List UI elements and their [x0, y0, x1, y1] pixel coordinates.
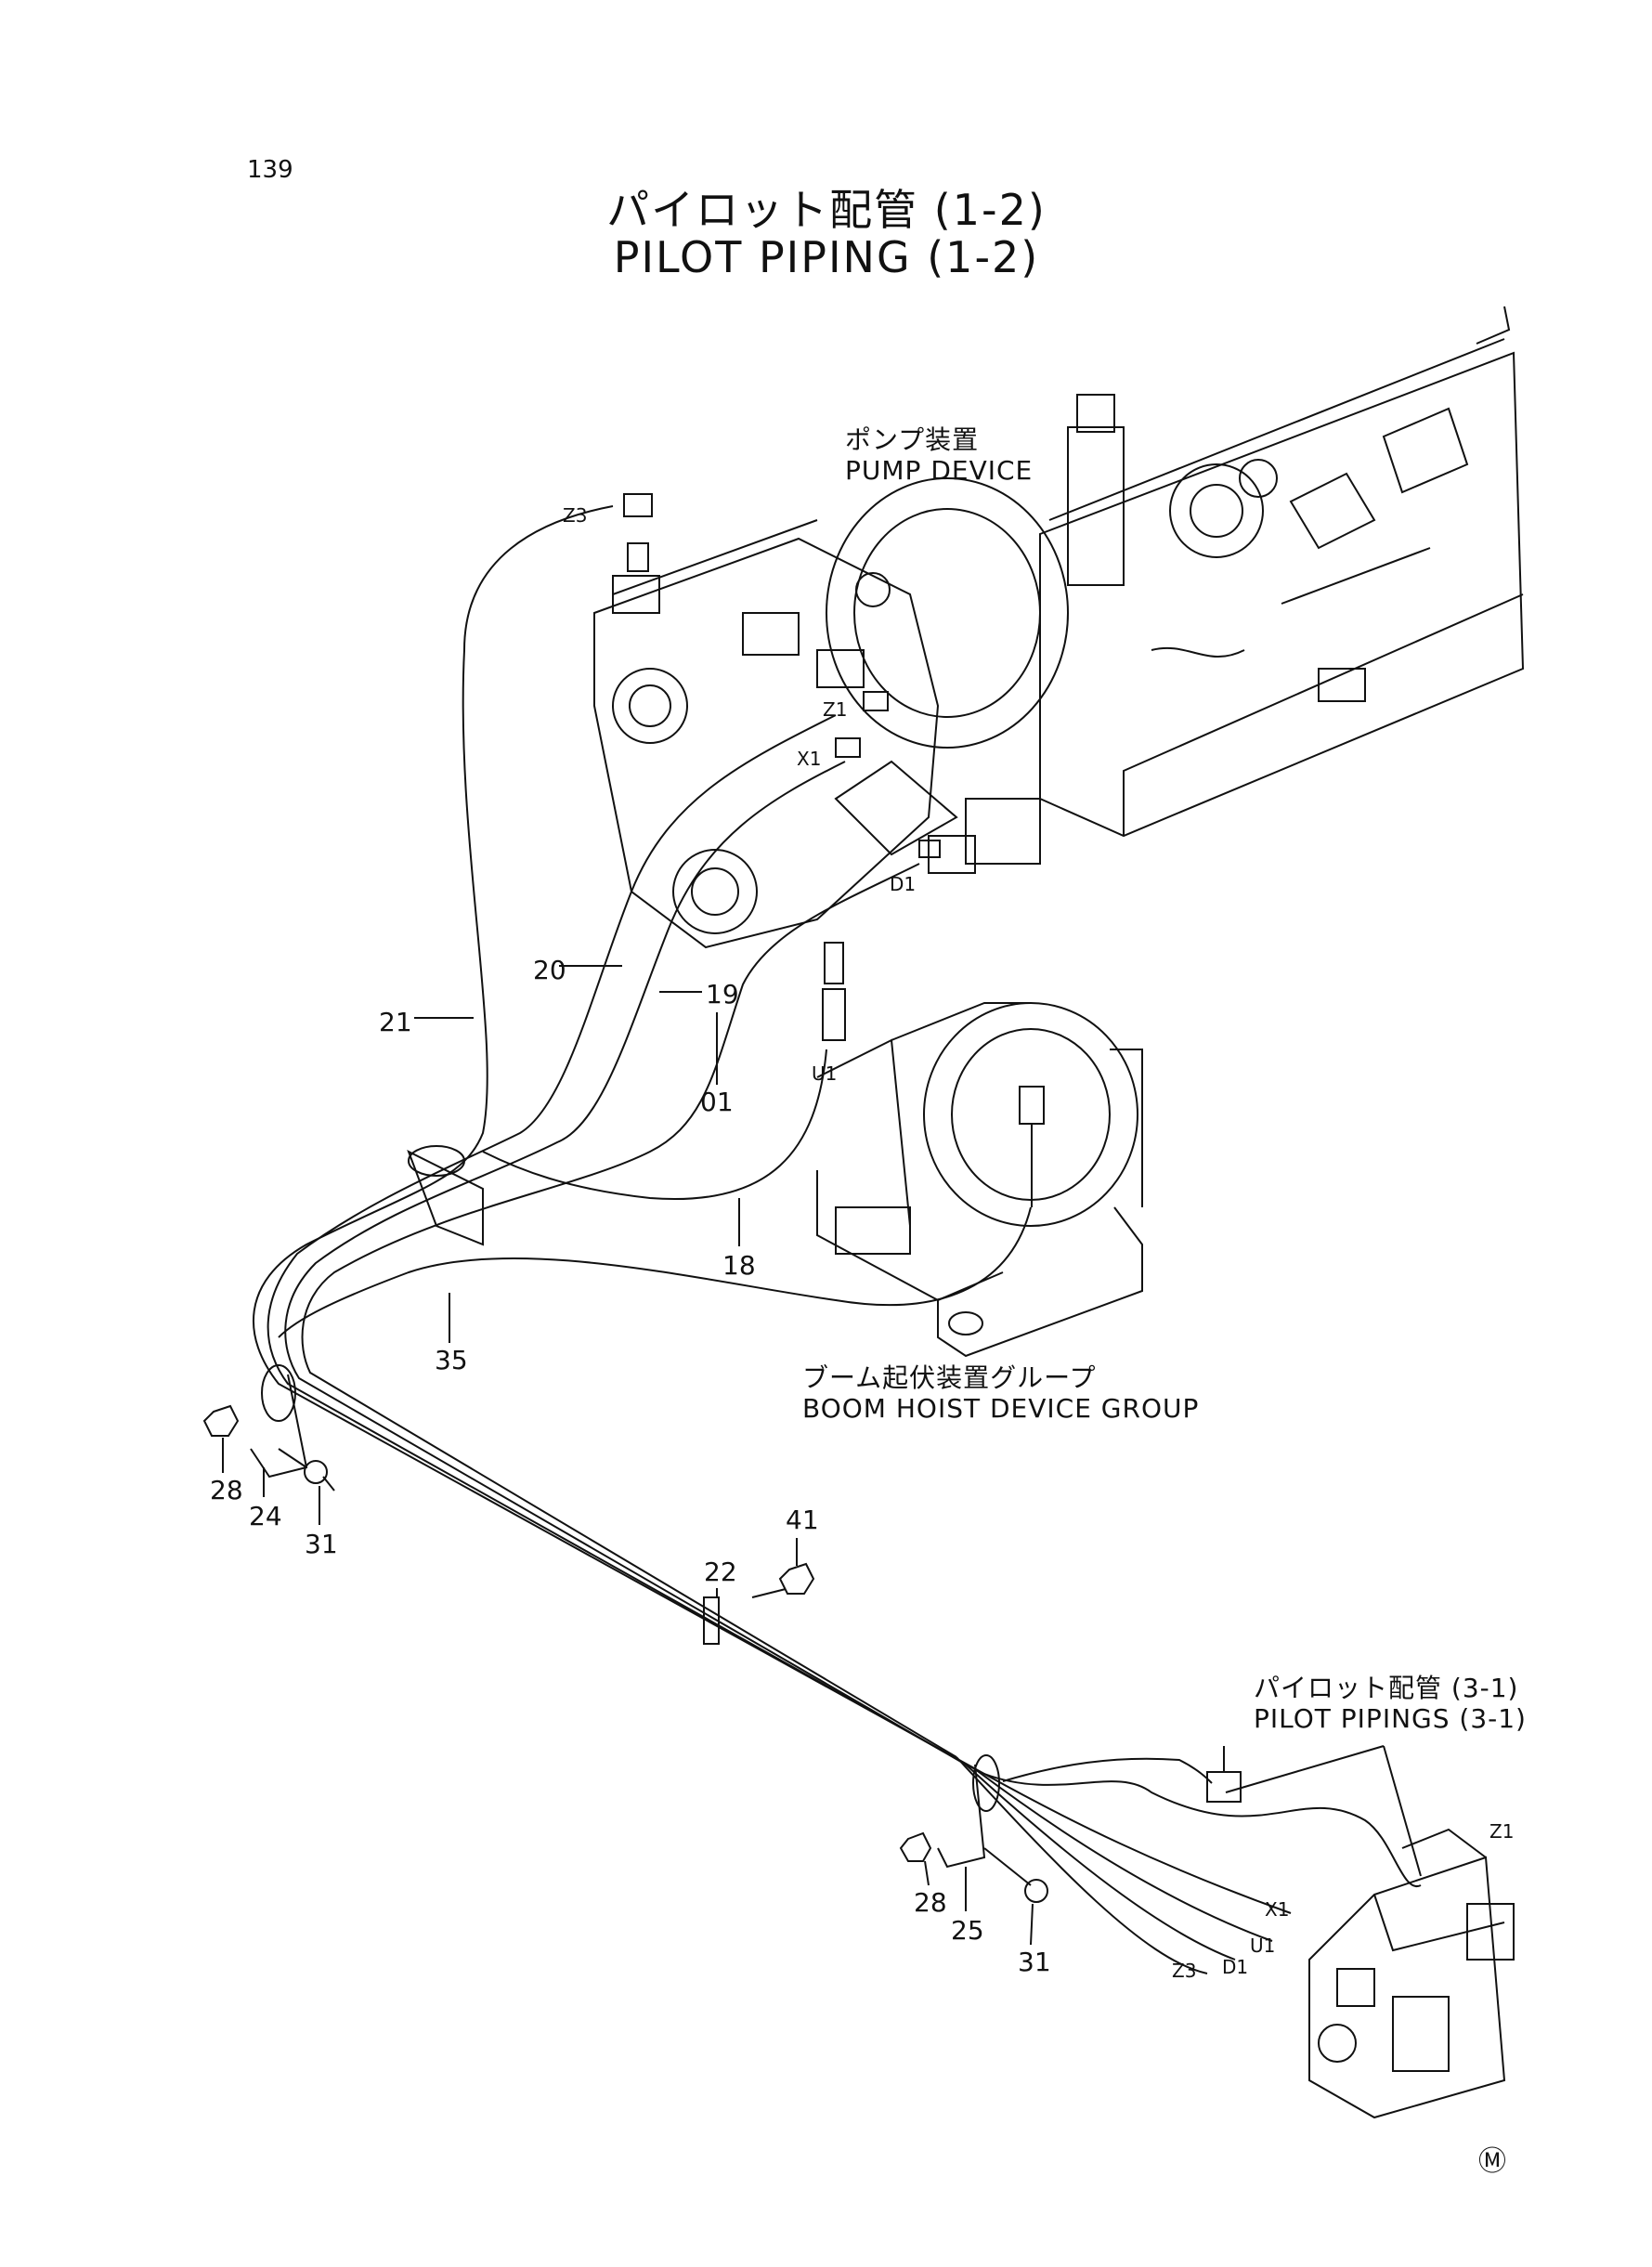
part-number-35: 35	[435, 1345, 468, 1375]
title-english: PILOT PIPING (1-2)	[613, 232, 1040, 282]
part-number-28a: 28	[210, 1475, 243, 1505]
port-d1-bottom: D1	[1222, 1956, 1249, 1978]
engine-frame-drawing	[1039, 306, 1525, 838]
manufacturer-mark: Ⓜ	[1478, 2145, 1506, 2178]
pump-device-drawing	[593, 477, 1069, 1041]
part-number-41: 41	[786, 1505, 819, 1535]
pilot-piping-ref-jp: パイロット配管 (3-1)	[1254, 1673, 1519, 1703]
title-japanese: パイロット配管 (1-2)	[606, 185, 1047, 235]
port-z1-bottom: Z1	[1489, 1820, 1515, 1843]
port-x1-bottom: X1	[1265, 1898, 1290, 1921]
part-number-24: 24	[249, 1501, 282, 1531]
page-number: 139	[247, 156, 293, 184]
part-number-28b: 28	[914, 1887, 947, 1918]
boom-hoist-label-jp: ブーム起伏装置グループ	[802, 1362, 1097, 1393]
port-x1-top: X1	[797, 748, 822, 770]
control-valve-drawing	[1206, 1746, 1515, 2119]
leader-lines	[222, 965, 1422, 1946]
part-number-18: 18	[722, 1250, 756, 1281]
part-number-20: 20	[533, 955, 566, 985]
pilot-pipe-bundle	[253, 505, 1422, 1974]
part-number-31a: 31	[305, 1529, 338, 1559]
part-number-19: 19	[706, 979, 739, 1010]
pump-device-label-jp: ポンプ装置	[845, 424, 980, 455]
port-z1-top: Z1	[823, 698, 848, 721]
pilot-piping-ref-en: PILOT PIPINGS (3-1)	[1254, 1703, 1527, 1734]
clamp-hardware	[202, 1145, 1048, 1903]
boom-hoist-label-en: BOOM HOIST DEVICE GROUP	[802, 1393, 1200, 1424]
boom-hoist-device-drawing	[816, 1002, 1143, 1358]
pump-device-label-en: PUMP DEVICE	[845, 455, 1034, 486]
part-number-25: 25	[951, 1915, 984, 1946]
part-number-22: 22	[704, 1557, 737, 1587]
port-z3-bottom: Z3	[1172, 1960, 1197, 1982]
part-number-31b: 31	[1018, 1947, 1051, 1977]
part-number-21: 21	[379, 1007, 412, 1037]
